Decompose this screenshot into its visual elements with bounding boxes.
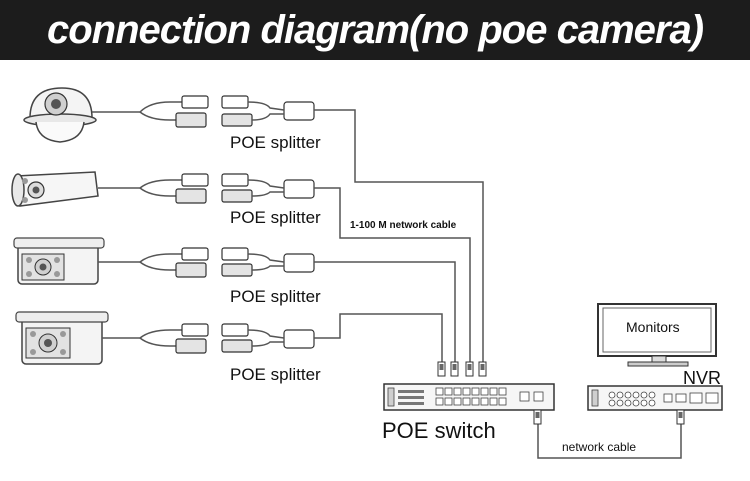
rj45-connector-icon xyxy=(437,361,487,377)
title-banner xyxy=(0,0,750,60)
nvr-icon xyxy=(587,385,723,411)
camera-connectors xyxy=(175,95,209,354)
cable-label: 1-100 M network cable xyxy=(350,220,457,231)
switch-label: POE switch xyxy=(382,418,496,443)
poe-switch-icon xyxy=(383,383,555,411)
network-cable-label: network cable xyxy=(562,440,636,454)
splitter-cables xyxy=(247,101,285,347)
diagram-title: connection diagram(no poe camera) xyxy=(46,8,704,52)
box-camera-icon xyxy=(13,237,122,285)
monitor-icon xyxy=(597,303,717,367)
splitter-label: POE splitter xyxy=(230,287,321,306)
splitter-icon xyxy=(221,95,315,353)
dome-camera-icon xyxy=(23,87,122,143)
network-cable-link xyxy=(537,424,682,459)
bullet-camera-icon xyxy=(11,171,122,207)
rj45-connector-icon xyxy=(533,409,685,425)
splitter-label: POE splitter xyxy=(230,365,321,384)
box-camera-icon xyxy=(15,311,122,365)
splitter-label: POE splitter xyxy=(230,208,321,227)
camera-pigtails xyxy=(122,101,182,347)
monitor-label: Monitors xyxy=(626,319,680,335)
splitter-label: POE splitter xyxy=(230,133,321,152)
network-cables xyxy=(314,109,484,362)
nvr-label: NVR xyxy=(683,368,721,388)
